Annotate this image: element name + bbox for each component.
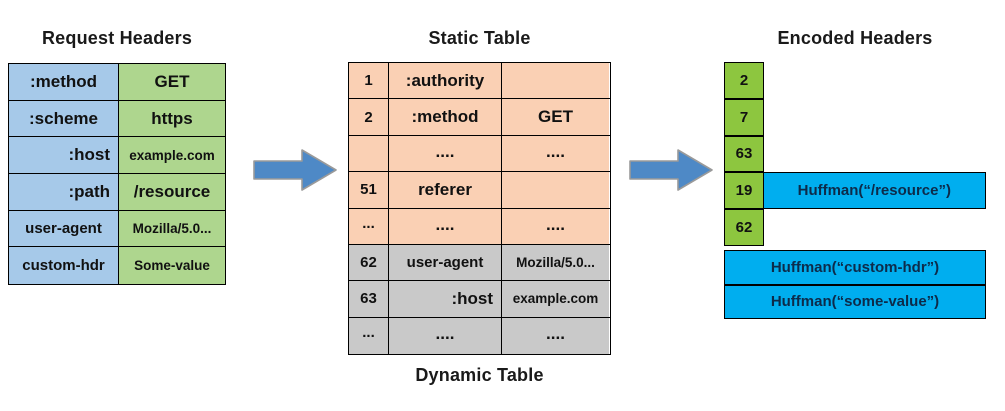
header-value-cell: example.com — [119, 137, 225, 174]
flow-arrow-2-icon — [628, 148, 714, 192]
value-cell: example.com — [502, 281, 609, 317]
dynamic-table-title: Dynamic Table — [415, 365, 544, 385]
value-cell: .... — [502, 135, 609, 172]
request-headers-table: :method GET :scheme https :host example.… — [8, 63, 226, 285]
encoded-index-cell: 62 — [724, 209, 764, 246]
table-row: ... .... .... — [349, 208, 610, 245]
value-cell: Mozilla/5.0... — [502, 244, 609, 281]
value-cell — [502, 63, 609, 99]
encoded-index-cell: 2 — [724, 62, 764, 99]
name-cell: user-agent — [389, 244, 502, 281]
header-value-cell: Some-value — [119, 247, 225, 285]
name-cell: .... — [389, 317, 502, 354]
header-name-cell: :host — [9, 137, 119, 174]
index-cell: ... — [349, 317, 389, 354]
header-name-cell: custom-hdr — [9, 247, 119, 285]
value-cell: .... — [502, 317, 609, 354]
static-dynamic-table: 1 :authority 2 :method GET .... .... 51 … — [348, 62, 611, 355]
value-cell: .... — [502, 208, 609, 244]
encoded-headers-title: Encoded Headers — [777, 28, 933, 48]
encoded-headers-group: 2 7 63 19 62 Huffman(“/resource”) Huffma… — [724, 62, 986, 319]
huffman-bar-custom-hdr: Huffman(“custom-hdr”) — [724, 250, 986, 285]
huffman-bar-resource: Huffman(“/resource”) — [762, 172, 986, 210]
encoded-index-cell: 7 — [724, 98, 764, 136]
value-cell — [502, 172, 609, 208]
table-row: 1 :authority — [349, 63, 610, 100]
table-row: 51 referer — [349, 172, 610, 209]
header-name-cell: user-agent — [9, 210, 119, 247]
request-headers-title: Request Headers — [41, 28, 193, 48]
encoded-index-cell: 63 — [724, 135, 764, 173]
static-table-title: Static Table — [428, 28, 531, 48]
table-row: :scheme https — [9, 100, 225, 138]
table-row: custom-hdr Some-value — [9, 247, 225, 285]
table-row: 62 user-agent Mozilla/5.0... — [349, 244, 610, 282]
flow-arrow-1-icon — [252, 148, 338, 192]
name-cell: :host — [389, 281, 502, 317]
table-row: 63 :host example.com — [349, 281, 610, 318]
index-cell — [349, 135, 389, 172]
name-cell: :method — [389, 99, 502, 135]
table-row: ... .... .... — [349, 317, 610, 354]
encoded-index-cell: 19 — [724, 172, 764, 210]
table-row: :path /resource — [9, 174, 225, 211]
value-cell: GET — [502, 99, 609, 135]
header-name-cell: :scheme — [9, 100, 119, 137]
index-cell: ... — [349, 208, 389, 244]
table-row: 2 :method GET — [349, 99, 610, 136]
header-value-cell: Mozilla/5.0... — [119, 210, 225, 247]
table-row: :host example.com — [9, 137, 225, 175]
huffman-bar-some-value: Huffman(“some-value”) — [724, 284, 986, 319]
table-row: :method GET — [9, 64, 225, 101]
header-name-cell: :path — [9, 174, 119, 210]
table-row: .... .... — [349, 135, 610, 173]
header-value-cell: /resource — [119, 174, 225, 210]
table-row: user-agent Mozilla/5.0... — [9, 210, 225, 248]
name-cell: :authority — [389, 63, 502, 99]
header-name-cell: :method — [9, 64, 119, 100]
name-cell: referer — [389, 172, 502, 208]
index-cell: 51 — [349, 172, 389, 208]
name-cell: .... — [389, 208, 502, 244]
name-cell: .... — [389, 135, 502, 172]
header-value-cell: https — [119, 100, 225, 137]
index-cell: 2 — [349, 99, 389, 135]
index-cell: 62 — [349, 244, 389, 281]
index-cell: 63 — [349, 281, 389, 317]
index-cell: 1 — [349, 63, 389, 99]
header-value-cell: GET — [119, 64, 225, 100]
